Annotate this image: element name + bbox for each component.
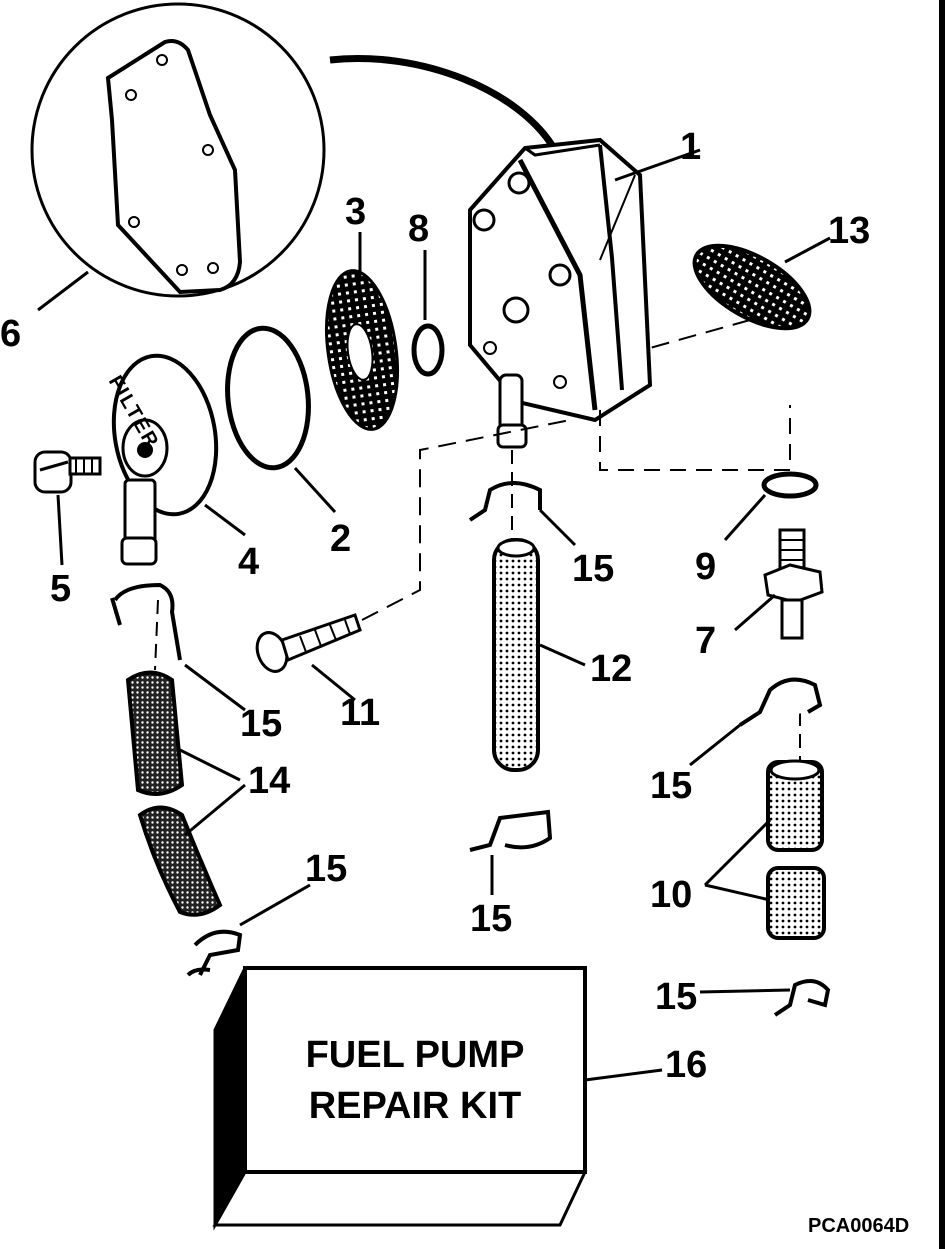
callout-13: 13 — [828, 210, 871, 252]
clamp-left-bottom — [186, 883, 311, 977]
clamp-top-center — [468, 481, 577, 547]
hoses-right — [703, 690, 826, 940]
gasket-detail-circle — [30, 2, 559, 312]
callout-6: 6 — [0, 313, 22, 355]
callout-15-clamp-top-left: 15 — [240, 703, 283, 745]
o-ring-large — [225, 325, 337, 514]
o-ring-small — [411, 250, 445, 377]
figure-code: PCA0064D — [808, 1215, 910, 1237]
kit-label-line-2: REPAIR KIT — [308, 1085, 522, 1127]
callout-7: 7 — [695, 620, 717, 662]
callout-4: 4 — [238, 541, 260, 583]
callout-1: 1 — [680, 126, 702, 168]
filter-cover — [111, 353, 246, 566]
hose-center — [492, 450, 586, 772]
callout-3: 3 — [345, 191, 367, 233]
callout-15-clamp-left-bottom: 15 — [305, 848, 348, 890]
fuel-pump-body — [468, 137, 701, 449]
clamp-bottom-center — [469, 809, 553, 895]
callout-11: 11 — [340, 692, 381, 734]
filter-screen — [649, 236, 831, 349]
callout-10: 10 — [650, 874, 693, 916]
kit-label-line-1: FUEL PUMP — [305, 1034, 525, 1076]
long-screw — [255, 419, 571, 702]
callout-15-clamp-bottom-center: 15 — [470, 898, 513, 940]
callout-5: 5 — [50, 568, 72, 610]
washer — [599, 405, 819, 541]
callout-15-clamp-right-middle: 15 — [650, 765, 693, 807]
repair-kit-box — [212, 966, 663, 1231]
callout-12: 12 — [590, 648, 633, 690]
hoses-left — [125, 599, 246, 917]
clamp-right-middle — [689, 677, 823, 767]
fitting — [734, 528, 824, 640]
callout-15-clamp-right-bottom: 15 — [655, 976, 698, 1018]
clamp-top-left — [110, 582, 246, 712]
callout-9: 9 — [695, 546, 717, 588]
callout-16: 16 — [665, 1044, 708, 1086]
callout-8: 8 — [408, 208, 430, 250]
callout-2: 2 — [330, 518, 352, 560]
callout-15-clamp-top-center: 15 — [572, 548, 615, 590]
screen-disc — [325, 232, 399, 431]
screw — [33, 450, 102, 566]
page-border — [939, 0, 945, 1249]
callout-14: 14 — [248, 760, 291, 802]
clamp-right-bottom — [699, 979, 831, 1017]
